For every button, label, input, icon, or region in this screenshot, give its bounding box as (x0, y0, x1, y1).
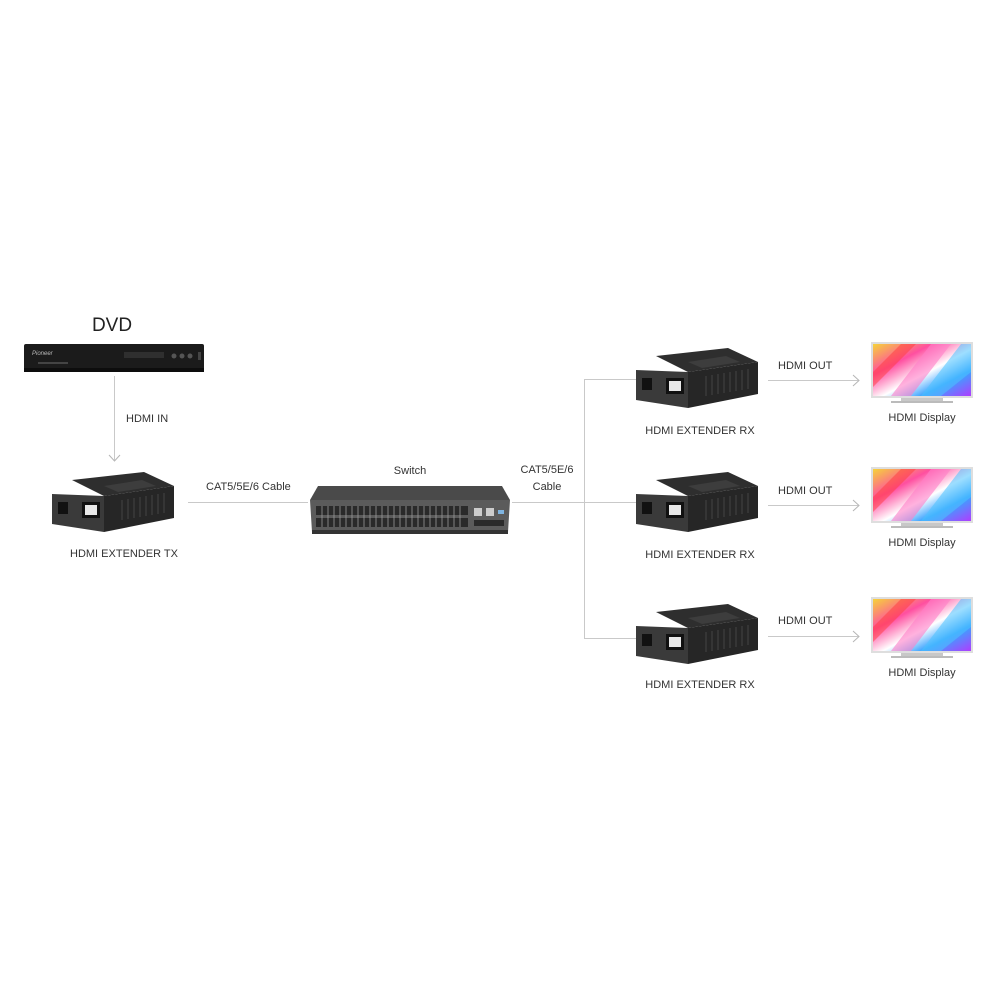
hdmi-out-label: HDMI OUT (778, 615, 833, 627)
hdmi-out-arrowhead (852, 374, 860, 387)
rx-cable-branch-3 (584, 638, 636, 639)
rx-cable-branch-2 (584, 502, 636, 503)
hdmi-extender-rx (636, 604, 760, 664)
rx-label: HDMI EXTENDER RX (645, 425, 755, 437)
dvd-player: Pioneer (24, 344, 204, 376)
network-switch (310, 486, 510, 536)
hdmi-in-line (114, 376, 115, 460)
tx-cable-label: CAT5/5E/6 Cable (206, 481, 291, 493)
dvd-title: DVD (91, 315, 133, 336)
hdmi-out-arrowhead (852, 499, 860, 512)
dvd-brand: Pioneer (32, 351, 54, 357)
hdmi-in-arrowhead (108, 454, 121, 462)
hdmi-out-label: HDMI OUT (778, 360, 833, 372)
rx-label: HDMI EXTENDER RX (645, 549, 755, 561)
hdmi-in-label: HDMI IN (126, 413, 169, 425)
hdmi-out-line (768, 505, 858, 506)
display-label: HDMI Display (888, 667, 956, 679)
display-label: HDMI Display (888, 412, 956, 424)
rx-cable-branch-1 (584, 379, 636, 380)
hdmi-display (871, 597, 973, 659)
hdmi-out-line (768, 636, 858, 637)
rx-cable-vertical (584, 379, 585, 638)
hdmi-extender-rx (636, 472, 760, 532)
hdmi-extender-tx (52, 472, 176, 532)
rx-cable-trunk (512, 502, 584, 503)
hdmi-out-label: HDMI OUT (778, 485, 833, 497)
rx-cable-label-line2: Cable (532, 481, 562, 493)
rx-cable-label-line1: CAT5/5E/6 (520, 464, 574, 476)
rx-label: HDMI EXTENDER RX (645, 679, 755, 691)
display-label: HDMI Display (888, 537, 956, 549)
hdmi-display (871, 342, 973, 404)
hdmi-extender-rx (636, 348, 760, 408)
hdmi-display (871, 467, 973, 529)
hdmi-out-arrowhead (852, 630, 860, 643)
hdmi-out-line (768, 380, 858, 381)
tx-label: HDMI EXTENDER TX (70, 548, 178, 560)
switch-label: Switch (393, 465, 427, 477)
tx-cable-line (188, 502, 308, 503)
